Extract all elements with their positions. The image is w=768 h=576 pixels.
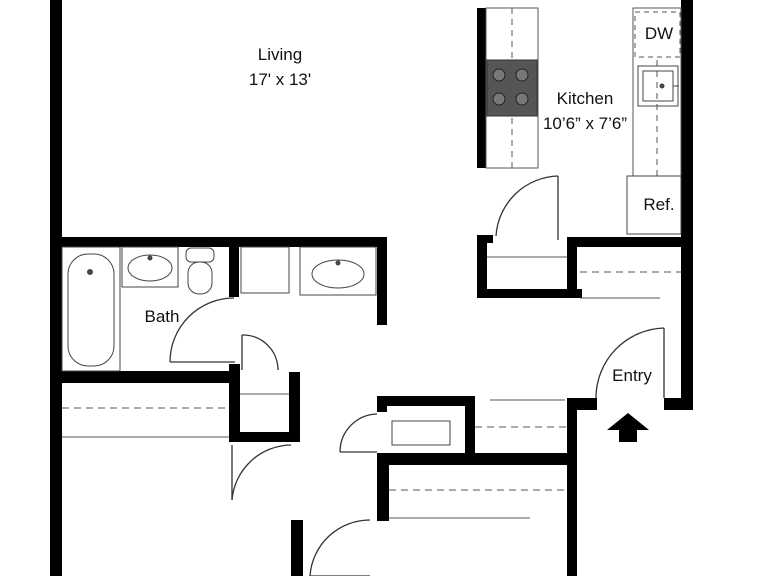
wall-closet-right: [567, 237, 577, 297]
wall-hall-bottom-left: [291, 520, 303, 576]
range-burner-icon: [486, 59, 538, 117]
wall-bath-vanity: [229, 237, 239, 297]
wall-linen-right: [465, 396, 475, 461]
entry-label: Entry: [612, 366, 652, 385]
dishwasher-label: DW: [644, 24, 674, 43]
wall-entry-left: [567, 398, 577, 576]
bath-sink-icon: [121, 246, 179, 288]
wall-kitchen-left: [477, 8, 486, 168]
toilet-icon: [185, 247, 215, 295]
living-room-label: Living 17' x 13': [230, 44, 330, 91]
bath-label: Bath: [144, 307, 180, 326]
wall-closet-bottom: [477, 289, 582, 298]
wall-hall-closet-right: [289, 372, 300, 442]
hall-closet-door-swing: [241, 334, 279, 371]
wall-hall-closet-left: [229, 364, 240, 442]
wall-vanity-right: [377, 237, 387, 325]
walls: [50, 0, 693, 576]
vanity-sink-icon: [299, 246, 377, 296]
wall-entry-bottom-right: [664, 398, 693, 410]
kitchen-label: Kitchen 10’6” x 7’6”: [535, 88, 635, 135]
dishwasher-outline: [634, 11, 681, 58]
doors: [169, 175, 665, 576]
wall-entry-closet-top: [567, 237, 693, 247]
wall-left-exterior: [50, 0, 62, 576]
wall-living-bath: [56, 237, 386, 247]
wall-right-exterior: [681, 0, 693, 410]
living-room-name: Living: [257, 45, 303, 64]
wall-bedroom-top: [377, 453, 577, 465]
bedroom-left-door-swing: [231, 444, 292, 501]
pantry-door-swing: [495, 175, 559, 237]
linen-shelf: [391, 420, 451, 446]
refrigerator-outline: [626, 175, 682, 235]
entry-door-swing: [595, 327, 665, 399]
sink-icon: [637, 65, 679, 107]
refrigerator-label: Ref.: [643, 195, 675, 214]
kitchen-size: 10’6” x 7’6”: [542, 114, 628, 133]
closet-shelves: [62, 256, 681, 519]
entry-arrow-icon: [607, 413, 649, 442]
wall-linen-left-stub: [377, 396, 387, 412]
wall-closet-left: [477, 235, 487, 297]
kitchen-name: Kitchen: [556, 89, 614, 108]
bath-door-swing: [169, 297, 235, 363]
vanity-cabinet: [240, 246, 290, 294]
bedroom-right-door-swing: [309, 519, 371, 576]
linen-door-swing: [339, 413, 378, 453]
wall-bedroom-left: [377, 453, 389, 521]
wall-hall-closet-bottom: [229, 432, 300, 442]
wall-linen-top: [377, 396, 474, 406]
wall-bath-bottom: [56, 371, 240, 383]
bathtub-icon: [61, 246, 121, 372]
living-room-size: 17' x 13': [248, 70, 312, 89]
